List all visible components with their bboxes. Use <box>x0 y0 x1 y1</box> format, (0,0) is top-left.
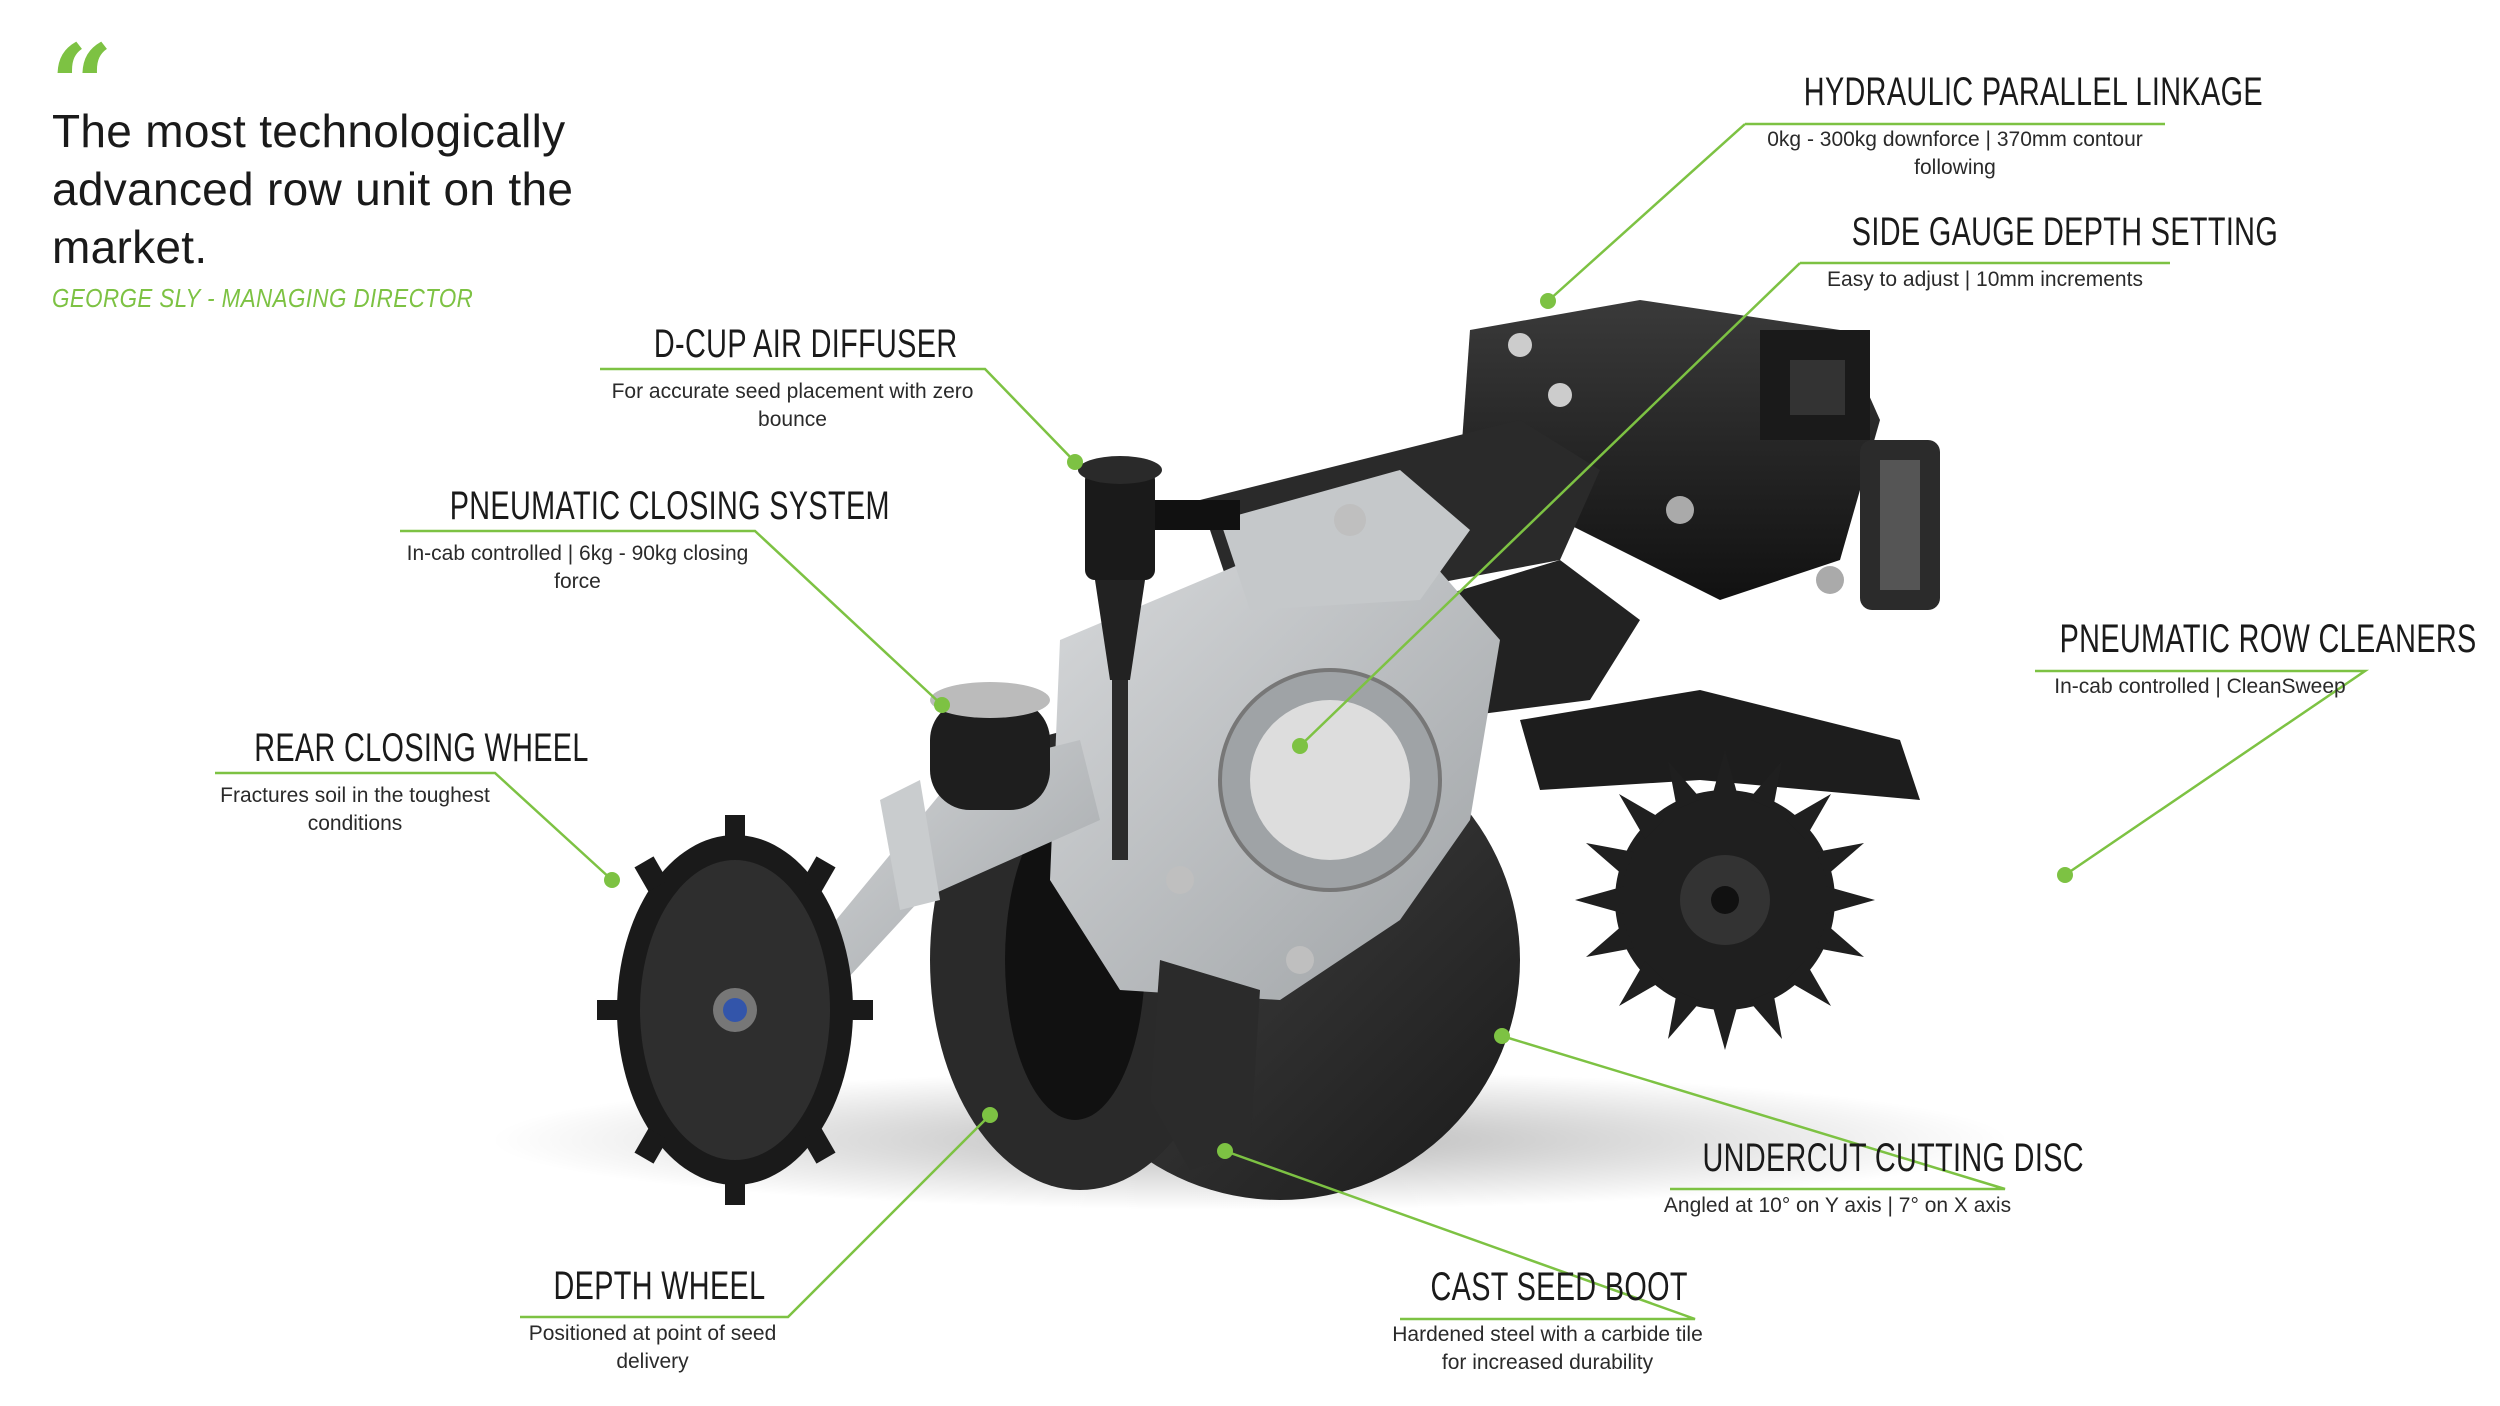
seed-boot <box>1150 960 1260 1170</box>
leader-depth-wheel <box>520 1114 991 1319</box>
callout-hydraulic-linkage: HYDRAULIC PARALLEL LINKAGE 0kg - 300kg d… <box>1745 68 2263 182</box>
callout-desc: Angled at 10° on Y axis | 7° on X axis <box>1663 1194 2012 1217</box>
dot-seed-boot <box>1217 1143 1233 1159</box>
callout-desc: In-cab controlled | CleanSweep <box>2054 675 2346 698</box>
callout-desc: Fractures soil in the toughest condition… <box>220 784 490 835</box>
leader-undercut <box>1501 1034 2006 1191</box>
callout-desc: In-cab controlled | 6kg - 90kg closing f… <box>406 542 749 593</box>
rear-closing-wheel <box>597 815 873 1205</box>
callout-desc: For accurate seed placement with zero bo… <box>611 380 974 431</box>
row-cleaner-wheel <box>1575 750 1875 1050</box>
callout-title: SIDE GAUGE DEPTH SETTING <box>1851 210 2279 254</box>
callout-title: PNEUMATIC ROW CLEANERS <box>2059 617 2477 661</box>
leader-pneumatic-closing <box>400 529 943 706</box>
callout-title: UNDERCUT CUTTING DISC <box>1702 1136 2084 1180</box>
quote-mark: “ <box>50 20 114 149</box>
callout-desc: Easy to adjust | 10mm increments <box>1827 268 2143 291</box>
callout-side-gauge: SIDE GAUGE DEPTH SETTING Easy to adjust … <box>1800 208 2279 294</box>
callout-row-cleaners: PNEUMATIC ROW CLEANERS In-cab controlled… <box>2005 615 2477 701</box>
callout-desc: Positioned at point of seed delivery <box>528 1322 777 1373</box>
callout-desc: Hardened steel with a carbide tile for i… <box>1392 1323 1703 1374</box>
callout-pneumatic-closing: PNEUMATIC CLOSING SYSTEM In-cab controll… <box>400 482 890 596</box>
callout-rear-closing-wheel: REAR CLOSING WHEEL Fractures soil in the… <box>215 724 589 838</box>
leader-dcup <box>600 367 1076 463</box>
callout-dcup-diffuser: D-CUP AIR DIFFUSER For accurate seed pla… <box>600 320 985 434</box>
callout-title: D-CUP AIR DIFFUSER <box>653 322 958 366</box>
callout-desc: 0kg - 300kg downforce | 370mm contour fo… <box>1767 128 2143 179</box>
callout-title: DEPTH WHEEL <box>553 1264 766 1308</box>
leader-rear-wheel <box>215 771 613 881</box>
silver-frame <box>1050 470 1500 1000</box>
callout-title: CAST SEED BOOT <box>1430 1265 1688 1309</box>
air-diffuser <box>1078 456 1240 860</box>
dot-hydraulic-linkage <box>1540 293 1556 309</box>
dot-dcup <box>1067 454 1083 470</box>
callout-undercut-disc: UNDERCUT CUTTING DISC Angled at 10° on Y… <box>1650 1134 2084 1220</box>
closing-arm <box>770 682 1100 1030</box>
quote-author: GEORGE SLY - MANAGING DIRECTOR <box>52 283 474 313</box>
dot-pneumatic-closing <box>934 697 950 713</box>
dot-depth-wheel <box>982 1107 998 1123</box>
callout-title: REAR CLOSING WHEEL <box>254 726 589 770</box>
callout-title: HYDRAULIC PARALLEL LINKAGE <box>1803 70 2263 114</box>
callout-title: PNEUMATIC CLOSING SYSTEM <box>449 484 890 528</box>
dot-row-cleaners <box>2057 867 2073 883</box>
callout-cast-seed-boot: CAST SEED BOOT Hardened steel with a car… <box>1385 1263 1710 1377</box>
quote-text: The most technologically advanced row un… <box>52 105 574 273</box>
callout-depth-wheel: DEPTH WHEEL Positioned at point of seed … <box>515 1262 790 1376</box>
dot-undercut <box>1494 1028 1510 1044</box>
dot-rear-wheel <box>604 872 620 888</box>
dot-side-gauge <box>1292 738 1308 754</box>
leader-seed-boot <box>1224 1149 1696 1321</box>
leader-row-cleaners <box>2035 669 2370 877</box>
